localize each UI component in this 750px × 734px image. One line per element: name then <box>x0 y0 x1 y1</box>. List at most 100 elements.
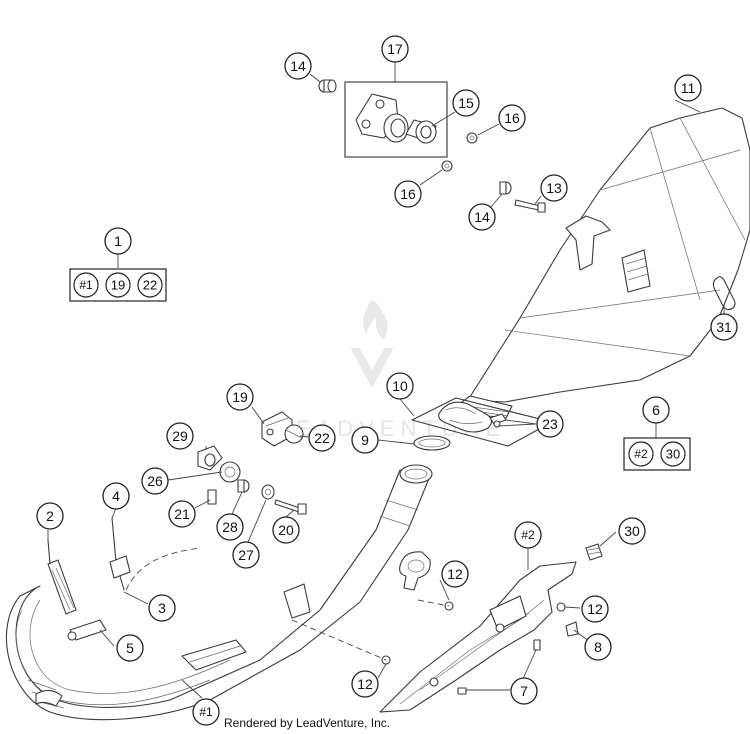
nut-16-right[interactable] <box>466 132 478 144</box>
callout-12-right[interactable]: 12 <box>581 595 609 623</box>
callout-16-left[interactable]: 16 <box>394 180 422 208</box>
bolt-20[interactable] <box>274 499 307 515</box>
svg-text:14: 14 <box>290 58 306 74</box>
leader-lines <box>47 62 725 699</box>
callout-22[interactable]: 22 <box>308 424 336 452</box>
svg-text:12: 12 <box>447 566 463 582</box>
callout-12-bottom[interactable]: 12 <box>351 670 379 698</box>
svg-text:5: 5 <box>126 640 134 656</box>
nut-16-left[interactable] <box>441 160 453 172</box>
cable-route-line <box>125 547 201 591</box>
callout-5[interactable]: 5 <box>116 634 144 662</box>
callout-21[interactable]: 21 <box>168 500 196 528</box>
svg-text:2: 2 <box>46 508 54 524</box>
header-pipe[interactable] <box>5 464 433 721</box>
grommet-26[interactable] <box>219 461 241 483</box>
callout-10[interactable]: 10 <box>386 372 414 400</box>
svg-text:3: 3 <box>158 600 166 616</box>
callout-1[interactable]: 1 <box>104 227 132 255</box>
sealing-ring-9[interactable] <box>413 435 451 451</box>
svg-text:22: 22 <box>143 278 157 293</box>
spring-22[interactable] <box>284 424 304 444</box>
callout-header-1[interactable]: #1 <box>192 698 220 726</box>
spacer-28[interactable] <box>237 479 250 493</box>
callout-14-top[interactable]: 14 <box>284 52 312 80</box>
svg-text:#2: #2 <box>634 447 648 461</box>
svg-text:#1: #1 <box>199 705 213 719</box>
svg-text:9: 9 <box>361 432 369 448</box>
callout-4[interactable]: 4 <box>102 482 130 510</box>
callout-11[interactable]: 11 <box>674 74 702 102</box>
kit-box-1[interactable]: #1 19 22 <box>69 268 167 302</box>
svg-text:19: 19 <box>232 389 248 405</box>
rubber-grommet[interactable] <box>405 119 437 144</box>
callout-7-bottom[interactable]: 7 <box>510 677 538 705</box>
svg-text:29: 29 <box>172 428 188 444</box>
callout-12-top[interactable]: 12 <box>441 560 469 588</box>
svg-text:23: 23 <box>542 416 558 432</box>
svg-text:12: 12 <box>587 601 603 617</box>
screw-8[interactable] <box>565 621 579 637</box>
svg-text:20: 20 <box>278 522 294 538</box>
svg-text:19: 19 <box>111 278 125 293</box>
hose-clamp[interactable] <box>399 551 431 591</box>
svg-text:8: 8 <box>594 639 602 655</box>
svg-text:4: 4 <box>112 488 120 504</box>
mount-line-mid <box>417 599 450 607</box>
bolt-13[interactable] <box>514 199 546 213</box>
svg-text:10: 10 <box>392 378 408 394</box>
svg-text:12: 12 <box>357 676 373 692</box>
callout-17[interactable]: 17 <box>381 35 409 63</box>
callout-30[interactable]: 30 <box>618 517 646 545</box>
callout-2[interactable]: 2 <box>36 502 64 530</box>
callout-31[interactable]: 31 <box>710 313 738 341</box>
svg-text:30: 30 <box>666 447 680 462</box>
callout-3[interactable]: 3 <box>148 594 176 622</box>
callout-14-lower[interactable]: 14 <box>468 203 496 231</box>
flame-logo-icon <box>363 300 388 340</box>
svg-text:13: 13 <box>546 180 562 196</box>
oxygen-sensor-2[interactable] <box>47 539 77 615</box>
bushing-14-top[interactable] <box>318 79 337 93</box>
svg-text:16: 16 <box>504 110 520 126</box>
mount-kit-box <box>344 81 448 158</box>
callout-20[interactable]: 20 <box>272 516 300 544</box>
callout-heatshield-2[interactable]: #2 <box>514 521 542 549</box>
muffler-mount-bracket[interactable] <box>355 93 409 143</box>
callout-16-right[interactable]: 16 <box>498 104 526 132</box>
callout-27[interactable]: 27 <box>232 541 260 569</box>
clip[interactable] <box>712 276 736 311</box>
svg-text:22: 22 <box>314 430 330 446</box>
lambda-probe-5[interactable] <box>67 619 107 641</box>
callout-9[interactable]: 9 <box>351 426 379 454</box>
silencer[interactable] <box>461 107 750 419</box>
exhaust-clamp-23[interactable] <box>438 401 507 433</box>
probe-cable-4[interactable] <box>109 517 131 591</box>
svg-text:26: 26 <box>147 473 163 489</box>
callout-19[interactable]: 19 <box>226 383 254 411</box>
callout-29[interactable]: 29 <box>166 422 194 450</box>
callout-6[interactable]: 6 <box>642 396 670 424</box>
bushing-14-lower[interactable] <box>499 181 512 195</box>
nut-30[interactable] <box>585 543 603 561</box>
screw-21[interactable] <box>207 489 217 505</box>
v-logo-icon <box>350 348 394 388</box>
callout-13[interactable]: 13 <box>540 174 568 202</box>
svg-text:28: 28 <box>222 519 238 535</box>
heat-shield[interactable] <box>379 561 577 713</box>
svg-text:1: 1 <box>114 233 122 249</box>
svg-text:#1: #1 <box>79 278 93 292</box>
callout-15[interactable]: 15 <box>452 89 480 117</box>
callout-8[interactable]: 8 <box>584 633 612 661</box>
washer-27[interactable] <box>261 484 275 500</box>
footer-credit: Rendered by LeadVenture, Inc. <box>224 716 390 730</box>
callout-23[interactable]: 23 <box>536 410 564 438</box>
bracket-19[interactable] <box>261 411 293 447</box>
svg-text:27: 27 <box>238 547 254 563</box>
screw-7[interactable] <box>457 639 541 695</box>
kit-box-6[interactable]: #2 30 <box>623 437 691 471</box>
callout-26[interactable]: 26 <box>141 467 169 495</box>
callout-28[interactable]: 28 <box>216 513 244 541</box>
bushing-29[interactable] <box>197 445 223 471</box>
